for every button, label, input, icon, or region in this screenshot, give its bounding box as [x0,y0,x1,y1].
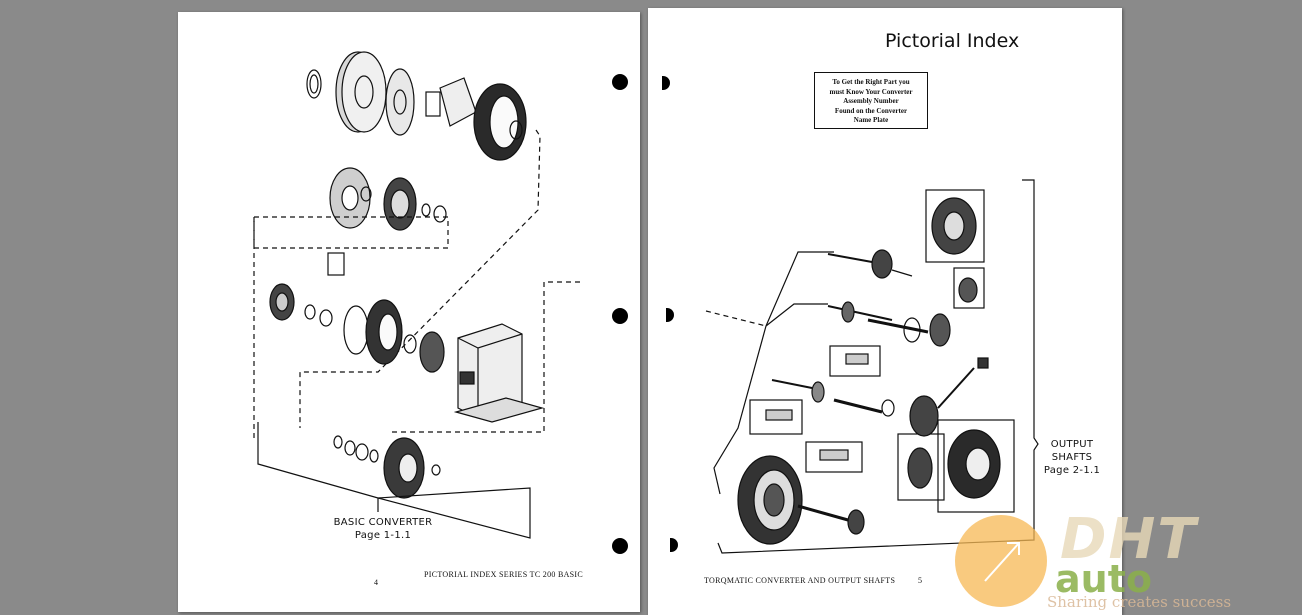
bracket-label-title: OUTPUT [1050,439,1094,450]
output-shafts-exploded-diagram [705,179,1039,554]
bracket-label-subtitle: SHAFTS [1051,452,1093,463]
watermark-sub-brand: auto [1055,557,1152,601]
arrow-icon [984,542,1020,582]
watermark-tagline: Sharing creates success [1047,593,1232,611]
caption-page-ref: Page 1-1.1 [354,530,412,541]
binder-hole-top-right [662,76,670,90]
binder-hole-middle [612,308,628,324]
watermark-brand: DHT [1060,507,1198,572]
binder-hole-bottom [612,538,628,554]
basic-converter-exploded-diagram [253,51,580,539]
assembly-number-note: To Get the Right Part you must Know Your… [814,72,928,129]
site-watermark: DHT auto Sharing creates success [955,507,1300,615]
page-title: Pictorial Index [885,30,1020,52]
page-number-left: 4 [374,578,379,587]
left-page: BASIC CONVERTER Page 1-1.1 4 PICTORIAL I… [178,12,640,612]
note-line: Found on the Converter [834,106,908,115]
note-line: must Know Your Converter [829,87,913,96]
bracket-label-page-ref: Page 2-1.1 [1043,465,1101,476]
note-line: To Get the Right Part you [832,78,910,86]
right-page: Pictorial Index To Get the Right Part yo… [648,8,1122,615]
binder-hole-middle-right [666,308,674,322]
binder-hole-top [612,74,628,90]
page-number-right: 5 [918,576,923,585]
watermark-arrow-logo [955,515,1047,607]
caption-title: BASIC CONVERTER [333,517,433,528]
basic-converter-caption: BASIC CONVERTER Page 1-1.1 [308,516,458,542]
footer-title-right: TORQMATIC CONVERTER AND OUTPUT SHAFTS [704,576,896,585]
footer-title-left: PICTORIAL INDEX SERIES TC 200 BASIC [424,570,584,579]
binder-hole-bottom-right [670,538,678,552]
note-line: Assembly Number [843,97,899,105]
note-line: Name Plate [853,116,889,124]
output-shafts-label: OUTPUT SHAFTS Page 2-1.1 [1040,438,1104,477]
